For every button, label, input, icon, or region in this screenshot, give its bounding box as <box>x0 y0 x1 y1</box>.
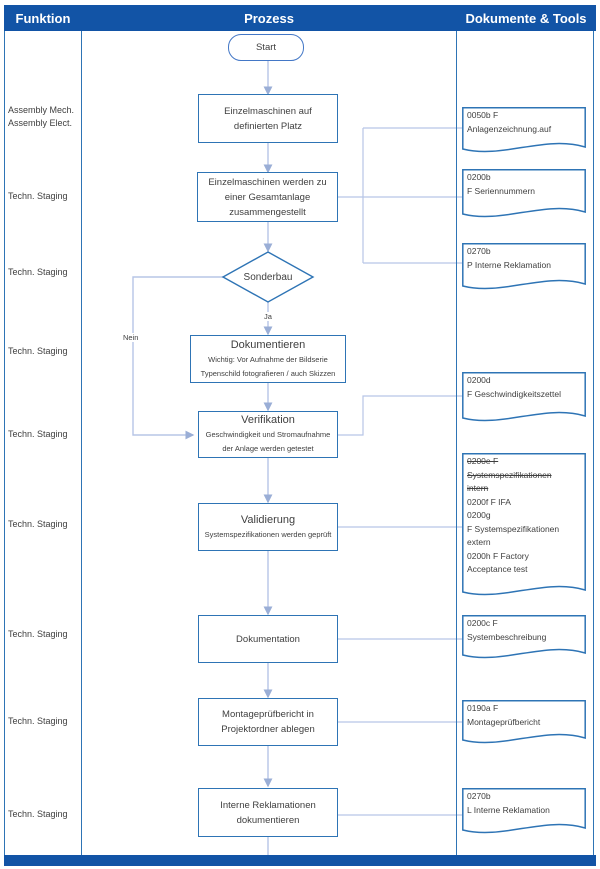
process-box-dokumentation: Dokumentation <box>198 615 338 663</box>
lane-label-techn-staging-7: Techn. Staging <box>8 716 68 726</box>
doc-systemspezifikationen: 0200e F Systemspezifikationen intern 020… <box>462 453 586 600</box>
document-shape-icon <box>462 107 586 153</box>
branch-label-ja: Ja <box>262 312 274 321</box>
document-shape-icon <box>462 700 586 744</box>
outer-border-left <box>4 5 5 866</box>
decision-label-sonderbau: Sonderbau <box>243 271 293 283</box>
process-box-title: Interne Reklamationen dokumentieren <box>220 799 316 826</box>
process-box-title: Verifikation <box>241 414 295 426</box>
lane-divider-funktion-prozess <box>81 31 82 855</box>
process-box-title: Montageprüfbericht in Projektordner able… <box>221 709 315 735</box>
process-box-title: Dokumentation <box>236 633 300 645</box>
process-box-verifikation: Verifikation Geschwindigkeit und Stromau… <box>198 411 338 458</box>
lane-label-assembly: Assembly Mech. Assembly Elect. <box>8 105 75 128</box>
process-box-title: Einzelmaschinen auf definierten Platz <box>224 105 312 132</box>
doc-text: 0200e F Systemspezifikationen intern 020… <box>467 456 560 574</box>
process-box-title: Validierung <box>240 513 296 526</box>
lane-label-techn-staging-5: Techn. Staging <box>8 519 68 529</box>
header-prozess: Prozess <box>244 10 294 26</box>
lane-label-techn-staging-6: Techn. Staging <box>8 629 68 639</box>
nein-branch-line <box>132 276 224 440</box>
process-box-subtext: Geschwindigkeit und Stromaufnahme der An… <box>205 430 331 453</box>
document-shape-icon <box>462 788 586 834</box>
document-shape-icon <box>462 169 586 218</box>
lane-label-techn-staging-4: Techn. Staging <box>8 429 68 439</box>
flow-arrows <box>132 61 273 855</box>
process-box-validierung: Validierung Systemspezifikationen werden… <box>198 503 338 551</box>
process-box-title: Einzelmaschinen werden zu einer Gesamtan… <box>208 176 327 218</box>
document-shape-icon <box>462 372 586 422</box>
branch-label-nein: Nein <box>121 333 141 342</box>
process-box-einzelmaschinen-platz: Einzelmaschinen auf definierten Platz <box>198 94 338 143</box>
process-box-subtext: Wichtig: Vor Aufnahme der Bildserie Type… <box>200 354 336 378</box>
lane-label-techn-staging-2: Techn. Staging <box>8 267 68 277</box>
process-box-montagepruefbericht: Montageprüfbericht in Projektordner able… <box>198 698 338 746</box>
footer-bar <box>4 855 596 866</box>
process-box-title: Dokumentieren <box>230 338 306 351</box>
start-terminator: Start <box>228 34 304 61</box>
document-connectors <box>338 127 462 816</box>
decision-diamond <box>221 251 315 303</box>
outer-border-right <box>593 5 594 866</box>
lane-label-techn-staging-1: Techn. Staging <box>8 191 68 201</box>
lane-label-techn-staging-3: Techn. Staging <box>8 346 68 356</box>
process-box-dokumentieren: Dokumentieren Wichtig: Vor Aufnahme der … <box>190 335 346 383</box>
document-shape-icon <box>462 453 586 596</box>
document-shape-icon <box>462 243 586 290</box>
process-box-subtext: Systemspezifikationen werden geprüft <box>204 529 332 539</box>
document-shape-icon <box>462 615 586 659</box>
process-box-interne-reklamationen: Interne Reklamationen dokumentieren <box>198 788 338 837</box>
process-box-gesamtanlage: Einzelmaschinen werden zu einer Gesamtan… <box>197 172 338 222</box>
lane-label-techn-staging-8: Techn. Staging <box>8 809 68 819</box>
header-dokumente-tools: Dokumente & Tools <box>465 10 587 26</box>
header-bar <box>4 5 596 31</box>
lane-divider-prozess-dokumente <box>456 31 457 855</box>
header-funktion: Funktion <box>15 10 71 26</box>
